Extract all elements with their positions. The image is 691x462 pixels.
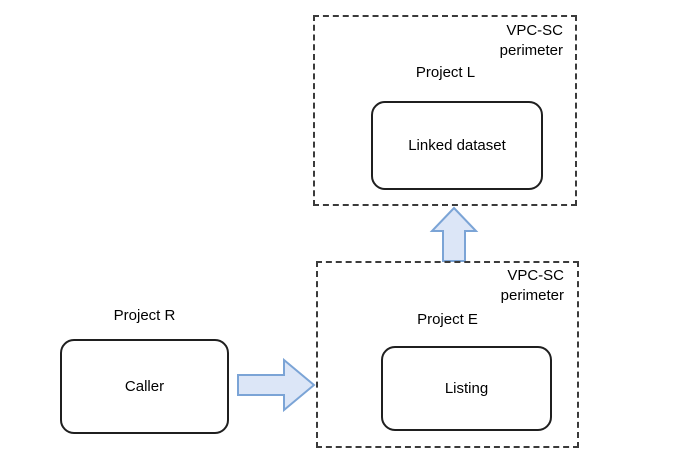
node-listing[interactable]: Listing (381, 346, 552, 431)
node-listing-label: Listing (444, 380, 489, 397)
project-title-r: Project R (113, 307, 176, 324)
arrow-right-icon (237, 357, 316, 413)
arrow-right-caller-to-listing (237, 357, 316, 413)
node-caller[interactable]: Caller (60, 339, 229, 434)
node-caller-label: Caller (124, 378, 165, 395)
arrow-up-listing-to-linked-dataset (429, 206, 479, 262)
vpc-sc-perimeter-project-l (313, 15, 577, 206)
node-linked-dataset[interactable]: Linked dataset (371, 101, 543, 190)
node-linked-dataset-label: Linked dataset (408, 137, 506, 154)
project-title-e: Project E (417, 311, 478, 328)
vpc-sc-perimeter-project-e (316, 261, 579, 448)
perimeter-label-top: VPC-SC perimeter (499, 22, 563, 59)
project-title-l: Project L (415, 64, 476, 81)
perimeter-label-bottom: VPC-SC perimeter (500, 267, 564, 304)
arrow-up-icon (429, 206, 479, 262)
